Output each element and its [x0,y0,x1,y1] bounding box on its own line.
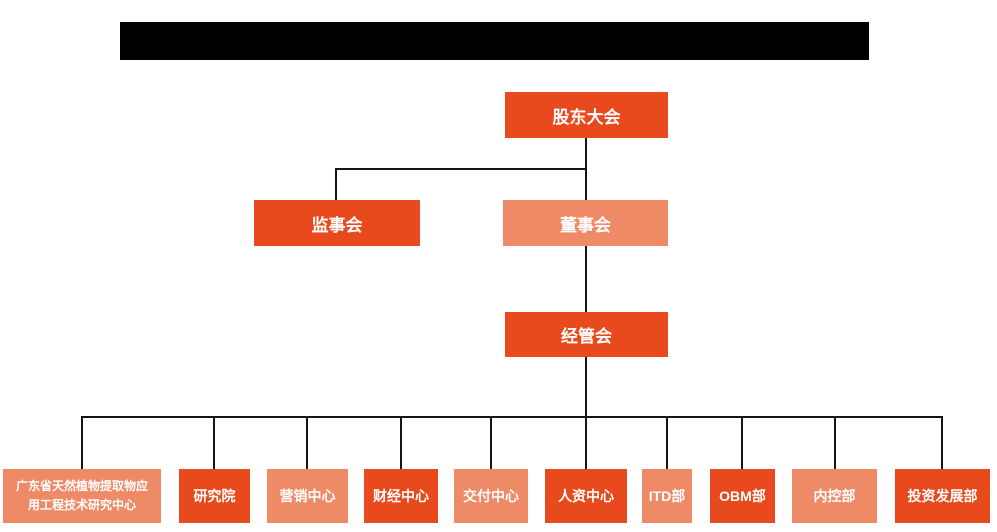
node-dept-internal-control: 内控部 [792,469,877,523]
connector-supervisors-drop [335,168,337,200]
connector-management-to-bus [585,357,587,416]
connector-drop-research-center [81,416,83,469]
node-dept-itd: ITD部 [642,469,692,523]
connector-drop-delivery-center [490,416,492,469]
node-management-committee: 经管会 [505,312,668,357]
redacted-title-bar [120,22,869,60]
node-shareholders-meeting: 股东大会 [505,92,668,138]
connector-drop-investment-dev-dept [941,416,943,469]
connector-drop-finance-center [400,416,402,469]
node-dept-delivery-center: 交付中心 [454,469,528,523]
node-dept-marketing-center: 营销中心 [267,469,348,523]
node-dept-hr-center: 人资中心 [545,469,627,523]
connector-drop-obm-dept [741,416,743,469]
connector-level2-horizontal [335,168,587,170]
node-dept-investment-development: 投资发展部 [895,469,990,523]
node-dept-plant-extract-research-center: 广东省天然植物提取物应用工程技术研究中心 [3,469,161,523]
connector-drop-itd-dept [666,416,668,469]
node-dept-finance-center: 财经中心 [364,469,438,523]
node-board-of-supervisors: 监事会 [254,200,420,246]
node-dept-obm: OBM部 [710,469,775,523]
connector-drop-research-institute [213,416,215,469]
connector-directors-to-management [585,246,587,312]
connector-drop-hr-center [585,416,587,469]
connector-department-bus [81,416,943,418]
connector-drop-marketing-center [306,416,308,469]
node-dept-research-institute: 研究院 [179,469,250,523]
connector-drop-internal-control-dept [834,416,836,469]
node-board-of-directors: 董事会 [503,200,668,246]
